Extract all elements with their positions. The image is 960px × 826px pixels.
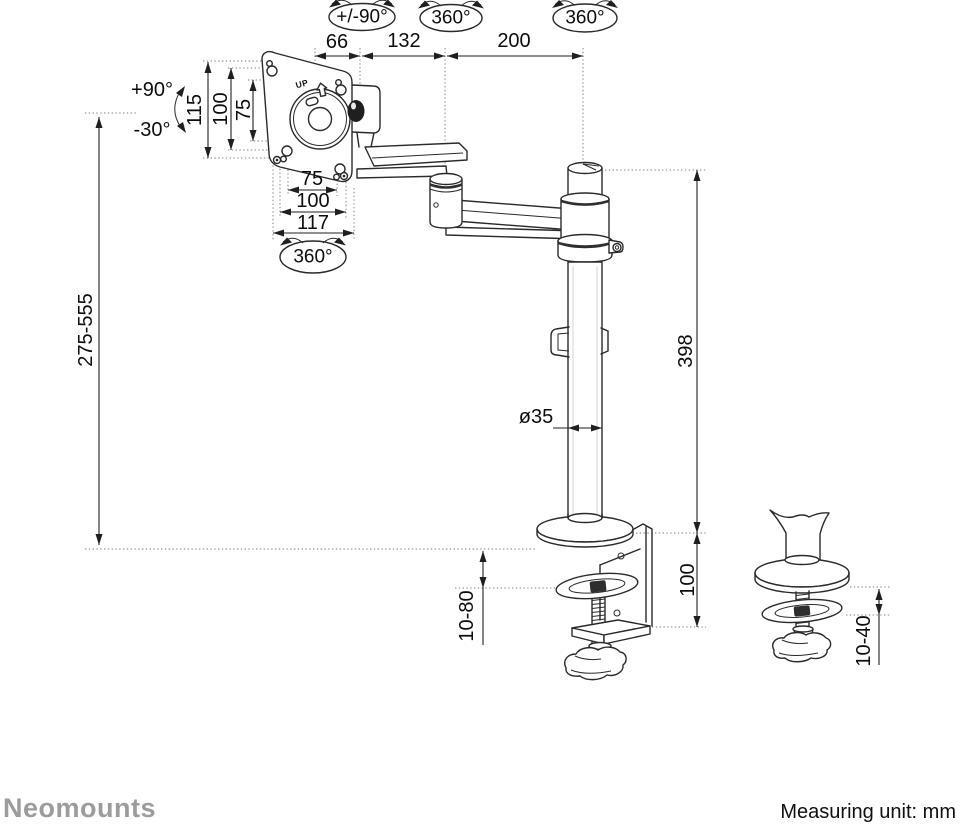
up-arrow-icon	[316, 82, 328, 98]
grommet-pad-ring	[761, 598, 843, 624]
rotation-badge-joint1: +/-90°	[336, 6, 388, 28]
dim-link2-length: 200	[497, 30, 531, 52]
dim-joint-offset: 66	[325, 31, 349, 53]
dim-vesa-vertical-inner: 75	[233, 98, 255, 122]
cable-clip	[550, 326, 609, 358]
dim-link1-length: 132	[387, 30, 421, 52]
dim-vesa-vertical: 100	[210, 92, 232, 126]
dim-plate-width: 117	[297, 212, 329, 234]
grommet-mount	[754, 509, 850, 663]
base-disc	[536, 512, 634, 548]
pole-tube	[567, 261, 603, 521]
rotation-ovals	[279, 0, 618, 274]
arm-link1	[356, 142, 468, 179]
dim-pole-height: 398	[675, 334, 697, 368]
vesa-plate	[261, 50, 353, 183]
dim-grommet-range: 10-40	[853, 615, 875, 667]
pole-sleeve	[560, 192, 610, 242]
grommet-knob	[772, 625, 832, 663]
pole-top	[567, 161, 603, 200]
height-collar	[557, 233, 624, 263]
dim-height-range: 275-555	[75, 293, 97, 367]
clamp-knob	[564, 641, 627, 681]
dim-clamp-bracket: 100	[677, 563, 699, 597]
dim-pole-diameter: ø35	[518, 406, 554, 428]
arm-link2	[445, 199, 579, 240]
clamp-pad-ring	[555, 572, 639, 600]
ball-joint-pivot	[347, 100, 365, 122]
tilt-down-label: -30°	[133, 119, 171, 141]
dim-plate-height: 115	[184, 94, 206, 126]
rotation-badge-vesa: 360°	[293, 246, 333, 268]
dim-vesa-horizontal: 100	[296, 190, 330, 212]
dim-vesa-horizontal-inner: 75	[300, 168, 324, 190]
tilt-up-label: +90°	[131, 79, 173, 101]
dim-clamp-range: 10-80	[456, 590, 478, 642]
extension-lines	[85, 48, 890, 628]
measuring-unit-note: Measuring unit: mm	[780, 801, 956, 823]
elbow-joint	[429, 172, 463, 229]
rotation-badge-joint2: 360°	[431, 7, 471, 29]
clamp-bottom-plate	[571, 619, 651, 645]
tilt-arc	[174, 86, 186, 133]
brand-logo: Neomounts	[3, 793, 156, 823]
rotation-badge-pole: 360°	[565, 7, 605, 29]
dimension-annotations	[95, 52, 883, 665]
